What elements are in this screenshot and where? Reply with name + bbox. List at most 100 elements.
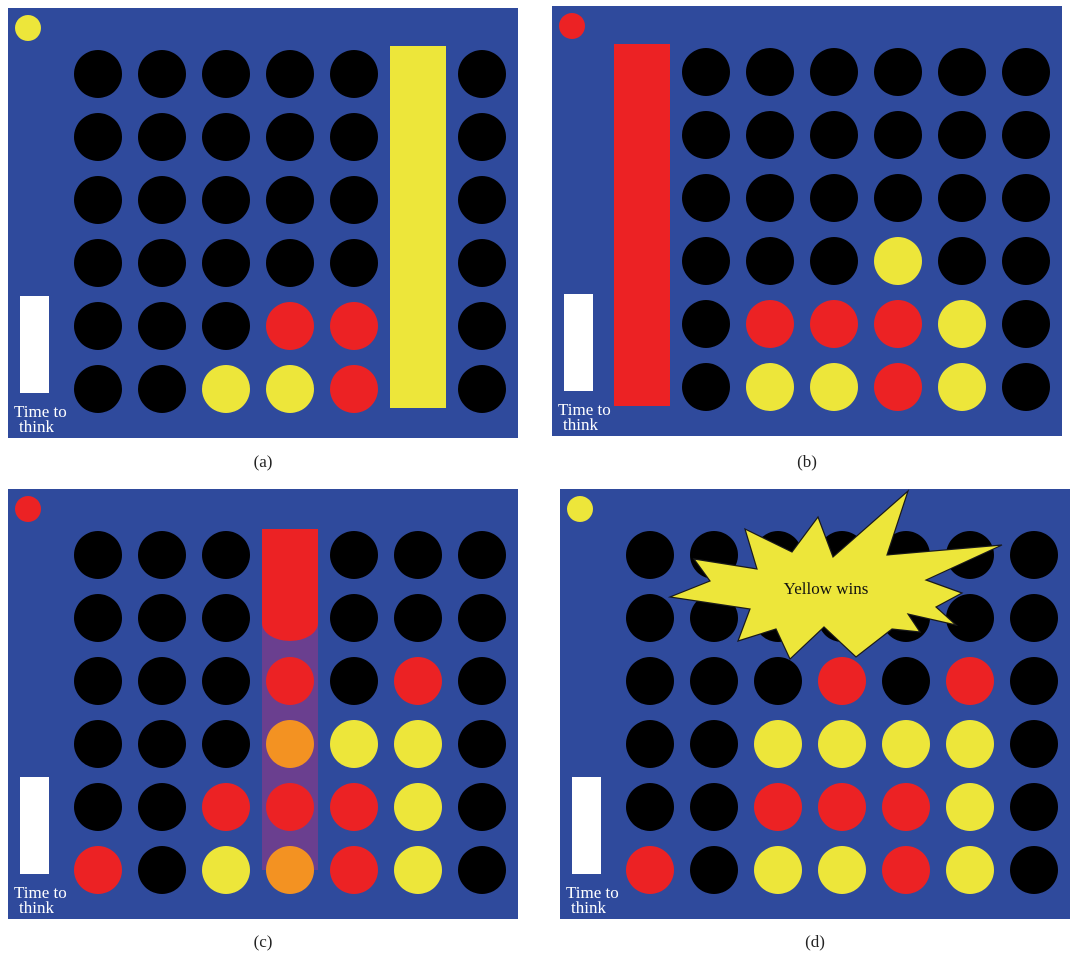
disc-empty-r2-c4	[266, 113, 314, 161]
disc-red-r5-c3	[746, 300, 794, 348]
board-panel-b: Time to think	[552, 6, 1062, 436]
disc-empty-r2-c6	[938, 111, 986, 159]
disc-empty-r1-c6	[938, 48, 986, 96]
disc-empty-r2-c3	[202, 594, 250, 642]
disc-empty-r3-c5	[330, 176, 378, 224]
disc-red-r6-c5	[874, 363, 922, 411]
disc-empty-r1-c6	[394, 531, 442, 579]
think-timer-label: Time to think	[14, 404, 67, 434]
disc-yellow-r4-c5	[874, 237, 922, 285]
disc-empty-r5-c7	[458, 302, 506, 350]
disc-empty-r1-c5	[874, 48, 922, 96]
disc-empty-r1-c1	[74, 531, 122, 579]
disc-empty-r3-c4	[810, 174, 858, 222]
turn-indicator	[15, 496, 41, 522]
disc-empty-r1-c7	[458, 531, 506, 579]
disc-empty-r3-c3	[746, 174, 794, 222]
think-timer-bar	[20, 296, 49, 393]
disc-empty-r5-c7	[458, 783, 506, 831]
disc-yellow-r4-c5	[330, 720, 378, 768]
disc-empty-r2-c1	[74, 594, 122, 642]
disc-empty-r1-c4	[266, 50, 314, 98]
disc-empty-r4-c4	[266, 239, 314, 287]
disc-empty-r5-c2	[138, 302, 186, 350]
board-panel-d: Time to think Yellow wins	[560, 489, 1070, 919]
disc-empty-r5-c1	[74, 783, 122, 831]
disc-red-r3-c6	[394, 657, 442, 705]
turn-indicator	[559, 13, 585, 39]
disc-empty-r1-c7	[458, 50, 506, 98]
column-drop-indicator	[390, 46, 446, 408]
disc-empty-r3-c6	[938, 174, 986, 222]
think-timer-bar	[564, 294, 593, 391]
disc-red-r5-c4	[266, 302, 314, 350]
caption-d: (d)	[560, 932, 1070, 952]
disc-empty-r2-c7	[458, 594, 506, 642]
disc-empty-r3-c2	[682, 174, 730, 222]
disc-empty-r6-c7	[1002, 363, 1050, 411]
disc-red-r6-c5	[330, 846, 378, 894]
disc-yellow-r4-c6	[394, 720, 442, 768]
disc-empty-r4-c1	[74, 720, 122, 768]
disc-yellow-r5-c6	[394, 783, 442, 831]
disc-empty-r4-c7	[458, 239, 506, 287]
disc-empty-r3-c1	[74, 176, 122, 224]
disc-empty-r5-c2	[682, 300, 730, 348]
disc-empty-r3-c2	[138, 176, 186, 224]
disc-empty-r6-c7	[458, 846, 506, 894]
disc-empty-r6-c2	[682, 363, 730, 411]
disc-yellow-r6-c3	[202, 846, 250, 894]
disc-empty-r1-c2	[682, 48, 730, 96]
disc-empty-r2-c3	[746, 111, 794, 159]
disc-empty-r4-c1	[74, 239, 122, 287]
win-burst: Yellow wins	[560, 489, 1070, 919]
disc-red-r6-c5	[330, 365, 378, 413]
disc-empty-r1-c4	[810, 48, 858, 96]
disc-empty-r2-c5	[330, 113, 378, 161]
disc-empty-r3-c4	[266, 176, 314, 224]
disc-empty-r2-c2	[138, 113, 186, 161]
disc-empty-r6-c1	[74, 365, 122, 413]
dropping-piece	[262, 529, 318, 641]
disc-red-r6-c1	[74, 846, 122, 894]
disc-empty-r2-c4	[810, 111, 858, 159]
win-banner-text: Yellow wins	[784, 579, 869, 598]
board-panel-a: Time to think	[8, 8, 518, 438]
disc-empty-r5-c1	[74, 302, 122, 350]
timer-label-line2: think	[558, 417, 611, 432]
disc-empty-r2-c2	[138, 594, 186, 642]
column-drop-indicator	[614, 44, 670, 406]
disc-empty-r4-c7	[1002, 237, 1050, 285]
disc-red-r5-c3	[202, 783, 250, 831]
disc-empty-r3-c2	[138, 657, 186, 705]
caption-a: (a)	[8, 452, 518, 472]
disc-empty-r3-c3	[202, 657, 250, 705]
disc-empty-r3-c7	[458, 657, 506, 705]
disc-empty-r2-c3	[202, 113, 250, 161]
disc-empty-r3-c1	[74, 657, 122, 705]
disc-yellow-r6-c4	[810, 363, 858, 411]
think-timer-bar	[20, 777, 49, 874]
disc-empty-r3-c7	[458, 176, 506, 224]
disc-empty-r1-c1	[74, 50, 122, 98]
disc-empty-r4-c5	[330, 239, 378, 287]
disc-empty-r6-c2	[138, 365, 186, 413]
disc-empty-r4-c3	[746, 237, 794, 285]
board-panel-c: Time to think	[8, 489, 518, 919]
disc-red-r5-c4	[810, 300, 858, 348]
disc-empty-r3-c5	[330, 657, 378, 705]
disc-empty-r3-c3	[202, 176, 250, 224]
disc-empty-r4-c3	[202, 239, 250, 287]
timer-label-line2: think	[14, 900, 67, 915]
disc-empty-r2-c1	[74, 113, 122, 161]
caption-c: (c)	[8, 932, 518, 952]
disc-yellow-r6-c3	[746, 363, 794, 411]
disc-empty-r1-c7	[1002, 48, 1050, 96]
disc-empty-r1-c2	[138, 531, 186, 579]
disc-empty-r6-c2	[138, 846, 186, 894]
disc-yellow-r5-c6	[938, 300, 986, 348]
timer-label-line2: think	[14, 419, 67, 434]
disc-empty-r1-c3	[746, 48, 794, 96]
disc-red-r5-c5	[874, 300, 922, 348]
disc-empty-r5-c2	[138, 783, 186, 831]
